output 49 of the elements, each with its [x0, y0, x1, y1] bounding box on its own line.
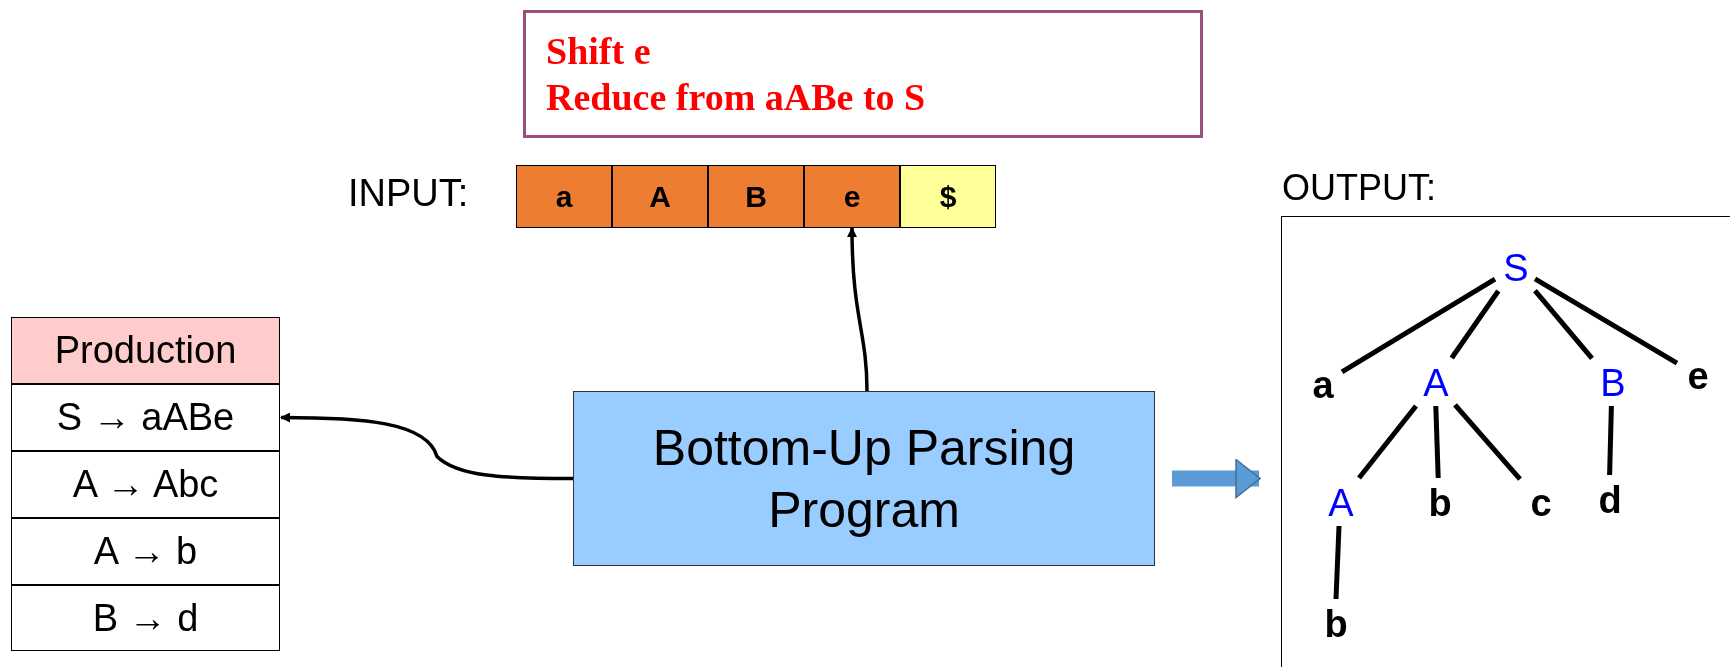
tree-branch [1333, 525, 1342, 600]
arrow [280, 412, 573, 481]
tree-symbol: S [1496, 244, 1536, 292]
tape-cell [708, 165, 804, 228]
tree-symbol: B [1593, 359, 1633, 407]
cell-symbol: A [649, 179, 671, 214]
cell-symbol: e [843, 179, 861, 214]
note-text: Reduce from aABe to S [546, 75, 926, 120]
tree-symbol: b [1420, 479, 1460, 527]
tree-branch [1453, 403, 1522, 481]
input-label: INPUT: [348, 172, 469, 215]
note-box [523, 10, 1203, 138]
tree-branch [1449, 289, 1501, 360]
tree-branch [1357, 404, 1418, 480]
cell-symbol: $ [939, 179, 957, 214]
program-box [573, 391, 1155, 566]
program-title: Bottom-Up Parsing Program [651, 418, 1077, 540]
tape-cell [804, 165, 900, 228]
tree-branch [1533, 289, 1594, 360]
header-text: Production [54, 329, 237, 372]
tape-cell [900, 165, 996, 228]
production-rule: A → Abc [72, 463, 219, 506]
tree-symbol: b [1316, 600, 1356, 648]
table-row [11, 384, 280, 451]
production-rule: B → d [92, 596, 199, 640]
table-row [11, 451, 280, 518]
table-header [11, 317, 280, 384]
cell-symbol: a [555, 179, 573, 214]
tree-symbol: A [1416, 359, 1456, 407]
tape-cell [612, 165, 708, 228]
production-rule: S → aABe [56, 396, 235, 439]
tree-branch [1433, 405, 1441, 479]
tree-symbol: A [1321, 479, 1361, 527]
table-row [11, 585, 280, 651]
block-arrow [1172, 458, 1261, 499]
tree-branch [1340, 277, 1497, 374]
tree-branch [1533, 276, 1679, 366]
tree-symbol: d [1590, 476, 1630, 524]
note-text: Shift e [546, 29, 651, 74]
arrow [847, 227, 869, 392]
tree-symbol: e [1678, 352, 1718, 400]
cell-symbol: B [745, 179, 767, 214]
table-row [11, 518, 280, 585]
tree-symbol: c [1521, 479, 1561, 527]
tree-branch [1607, 405, 1614, 476]
tree-symbol: a [1303, 361, 1343, 409]
production-rule: A → b [93, 530, 198, 573]
panel-heading: OUTPUT: [1282, 167, 1436, 209]
tape-cell [516, 165, 612, 228]
